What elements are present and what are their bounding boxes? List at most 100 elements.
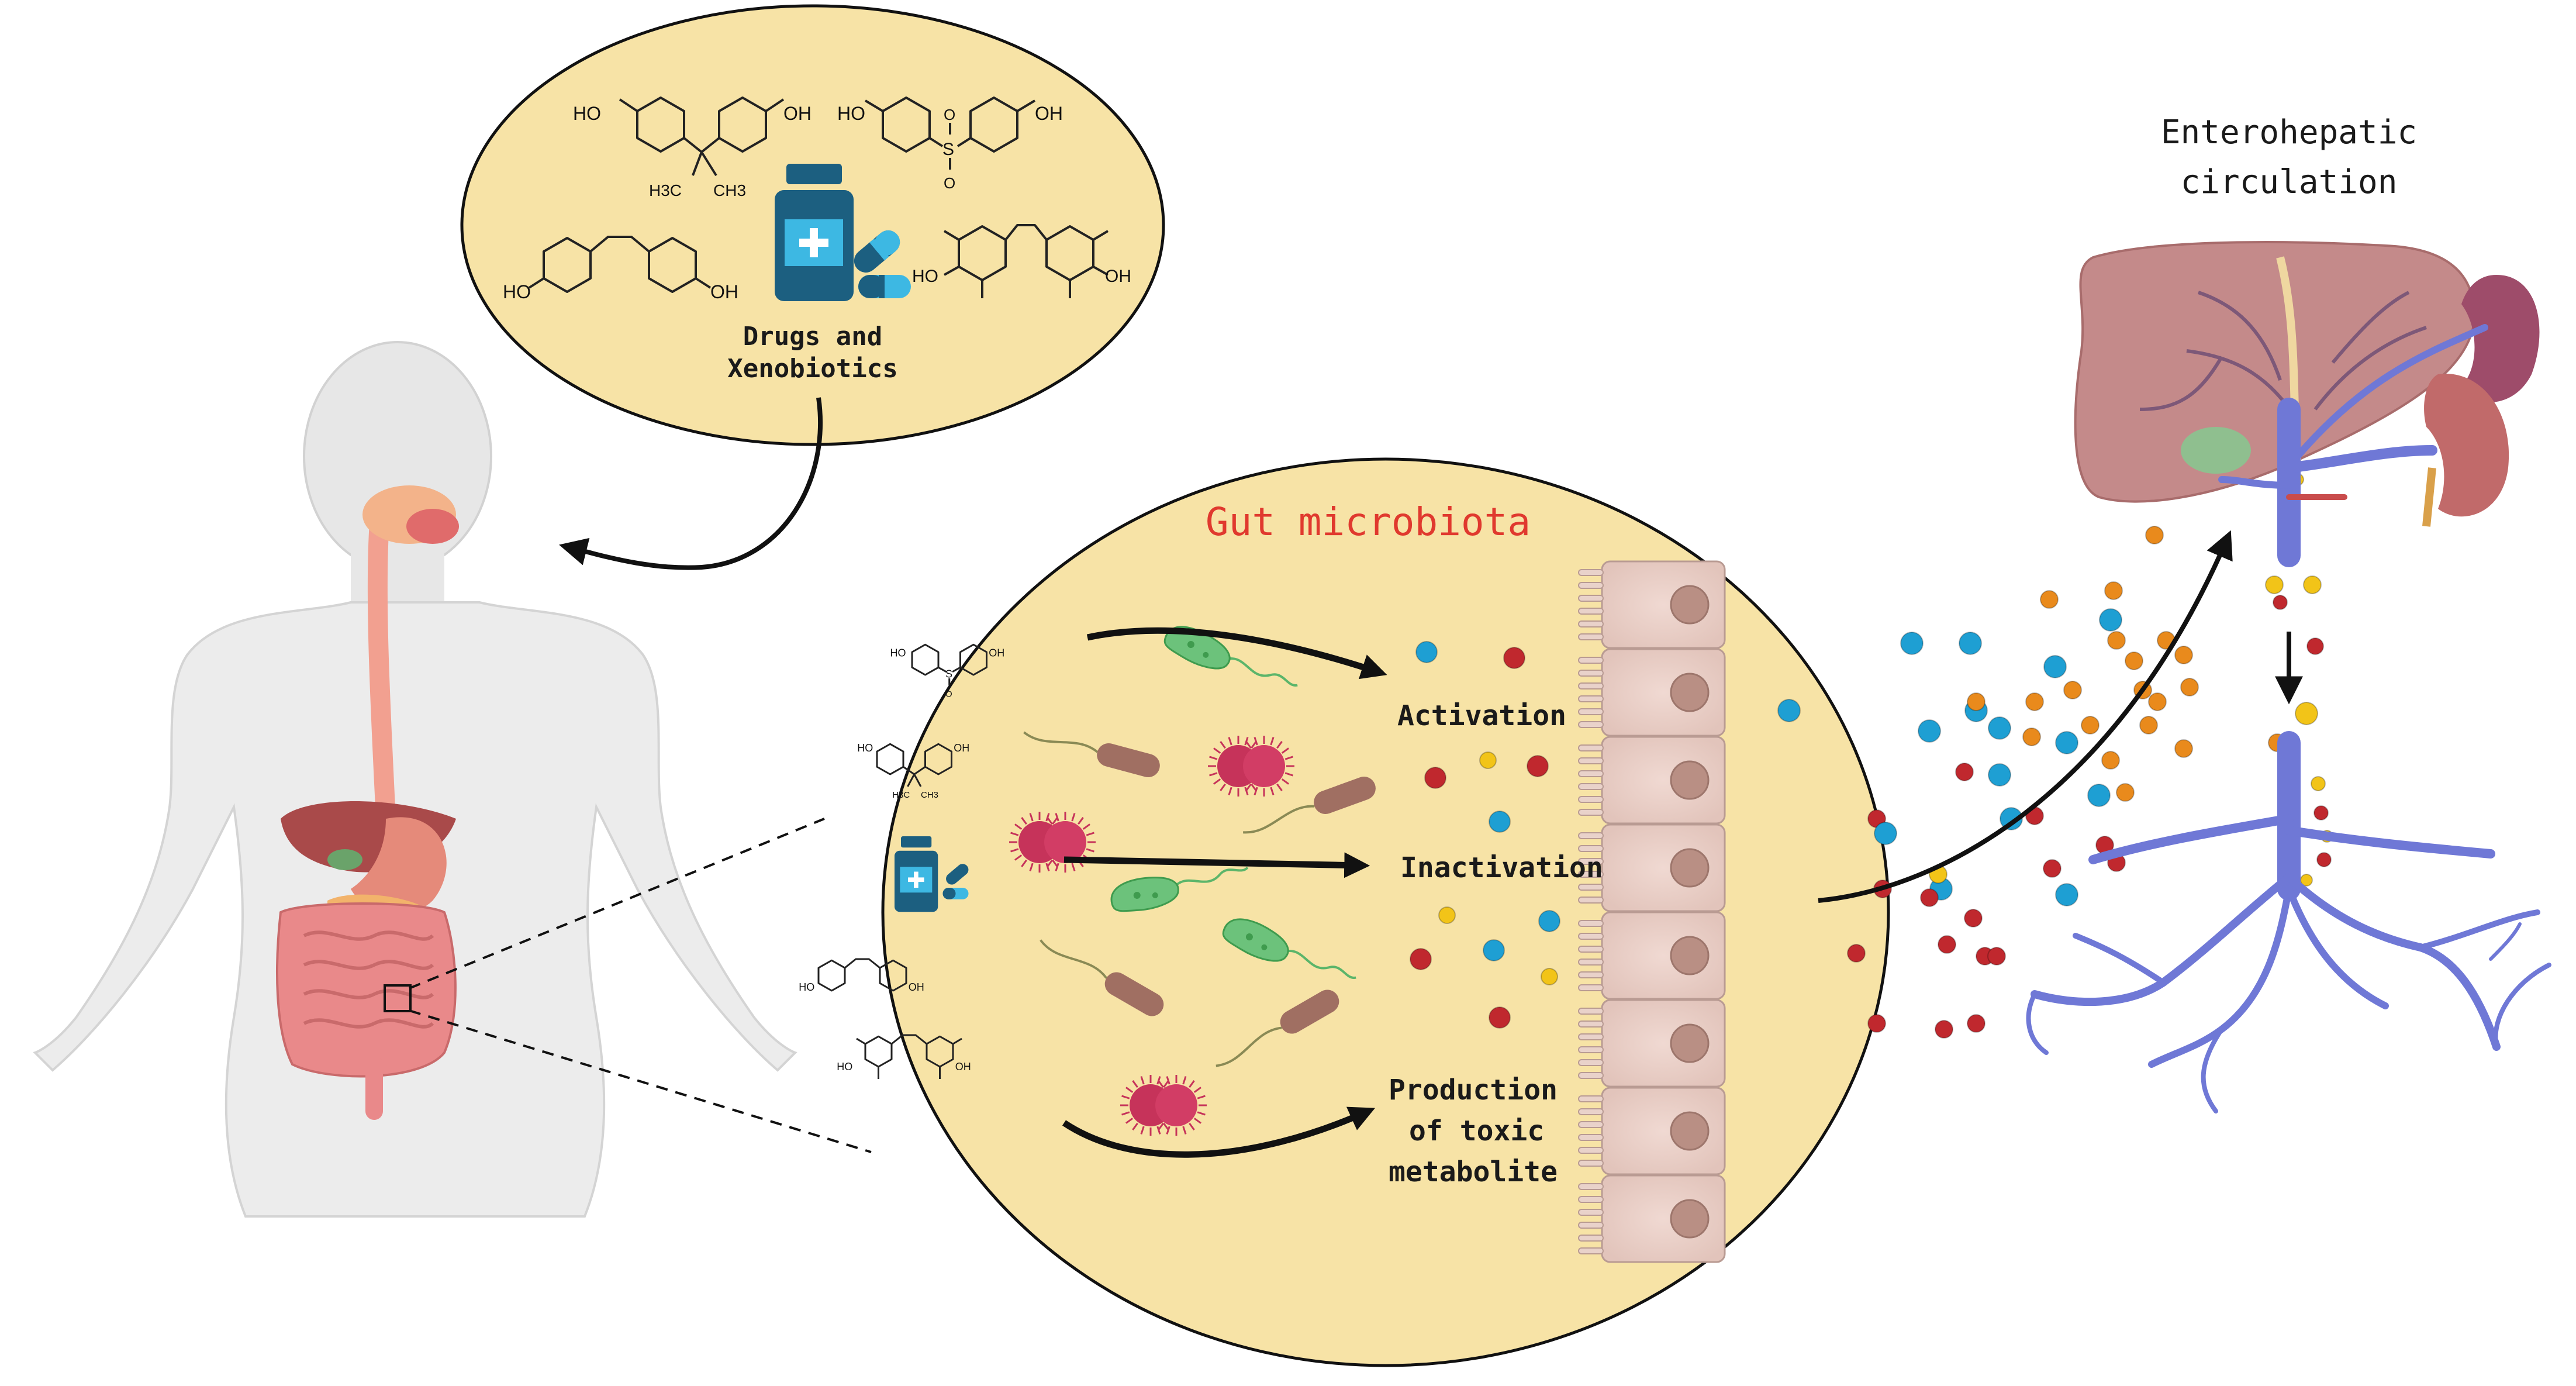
bacteria-icon [1208,736,1294,797]
metabolite-dot [2116,783,2135,802]
epithelial-cell [1578,648,1726,737]
metabolite-dot [2063,681,2082,699]
gut-chem-structures: S O HO OH HO OH H3C CH3 [799,643,1004,1079]
portal-vein-tree [2026,731,2551,1113]
bacteria-icon [1040,939,1164,1016]
metabolite-dot [2265,575,2284,594]
inactivation-label: Inactivation [1400,851,1603,884]
svg-text:HO: HO [912,267,938,286]
svg-text:S: S [945,668,952,680]
metabolite-dot [2145,526,2164,544]
metabolite-dot [1918,719,1941,743]
svg-text:HO: HO [799,981,814,993]
production-label-line2: of toxic [1409,1115,1544,1147]
bacteria-icon [1009,812,1096,873]
activation-arrow [1086,627,1387,680]
metabolite-dot [2081,716,2100,735]
metabolite-dot [2316,852,2332,867]
metabolite-dot [2104,581,2123,600]
zoom-line-bottom [409,1009,872,1153]
toxic-production-arrow [1062,1106,1376,1158]
activation-label: Activation [1397,699,1566,732]
bacteria-icon [1110,866,1249,912]
metabolite-dot [1920,888,1939,907]
metabolite-dot [2000,807,2023,830]
bacteria-icon [1222,918,1356,979]
metabolite-dot [2043,655,2067,678]
bacteria-icon [1216,989,1339,1067]
metabolite-dot [1867,1014,1886,1033]
bacteria-icon [1023,731,1160,778]
bisphenol-a-structure: HO OH H3C CH3 [573,96,812,199]
svg-text:H3C: H3C [892,790,910,800]
svg-text:O: O [944,174,955,192]
epithelial-cell [1578,999,1726,1088]
metabolite-dot [1988,763,2011,787]
epithelial-cell [1578,1087,1726,1175]
metabolite-dot [1483,939,1505,961]
svg-text:HO: HO [503,281,531,302]
svg-text:CH3: CH3 [921,790,938,800]
metabolite-dot [1415,641,1438,663]
metabolite-dot [1527,755,1549,777]
metabolite-dot [1541,968,1558,985]
production-label-line1: Production [1389,1074,1558,1106]
metabolite-dot [2087,784,2111,807]
drugs-xenobiotics-ellipse: HO OH H3C CH3 S O O HO OH HO OH [460,4,1165,446]
metabolite-dot [1955,763,1974,781]
metabolite-dot [1988,716,2011,740]
svg-text:OH: OH [955,1061,971,1073]
bacteria-group [1009,626,1376,1136]
metabolite-dot [1424,767,1446,789]
svg-text:HO: HO [837,1061,852,1073]
liver-icon [2074,241,2475,503]
metabolite-dot [1489,811,1511,833]
hepatic-vessels [2218,324,2488,567]
metabolite-dot [2055,731,2078,754]
metabolite-dot [2040,590,2059,609]
metabolite-dot [1900,632,1924,655]
epithelial-cell [1578,1174,1726,1263]
ingestion-arrow [559,397,823,570]
zoom-box [384,984,412,1012]
metabolite-dot [1964,909,1983,928]
metabolite-dot [2107,631,2126,650]
metabolite-dots-inner [1410,641,1560,1029]
svg-text:O: O [945,689,952,699]
metabolite-dot [2055,883,2078,906]
metabolite-dot [1538,910,1560,932]
metabolite-dot [2180,678,2199,697]
epithelium-icon [1578,560,1726,1263]
metabolite-dot [2273,595,2288,610]
svg-text:OH: OH [989,647,1004,659]
metabolite-dot [1503,647,1525,669]
metabolite-dot [2125,651,2143,670]
drug-bottle-icon [775,164,854,301]
svg-text:OH: OH [783,103,812,124]
metabolite-dot [2139,716,2158,735]
bisphenol-s-structure: S O O HO OH [837,96,1063,192]
kidney-icon [2422,275,2540,527]
epithelial-cell [1578,823,1726,912]
svg-text:HO: HO [837,103,865,124]
svg-text:OH: OH [954,742,969,754]
svg-text:OH: OH [909,981,924,993]
svg-text:OH: OH [1105,267,1131,286]
metabolite-dot [2043,859,2062,878]
metabolite-dot [1438,906,1456,924]
to-liver-arrow [1818,530,2233,903]
metabolite-dot [1777,699,1801,722]
svg-text:S: S [942,140,954,159]
metabolite-dot [2101,751,2120,770]
capsule-icon [854,230,911,298]
svg-text:H3C: H3C [649,181,682,199]
metabolite-dot [2295,702,2318,725]
circulation-title-line2: circulation [2181,163,2398,201]
metabolite-dot [2025,692,2044,711]
human-body-figure [33,341,797,1218]
metabolite-dot [2174,739,2193,758]
drugs-label-line2: Xenobiotics [727,354,897,384]
metabolite-dot [2311,776,2326,791]
inactivation-arrow [1063,852,1370,878]
